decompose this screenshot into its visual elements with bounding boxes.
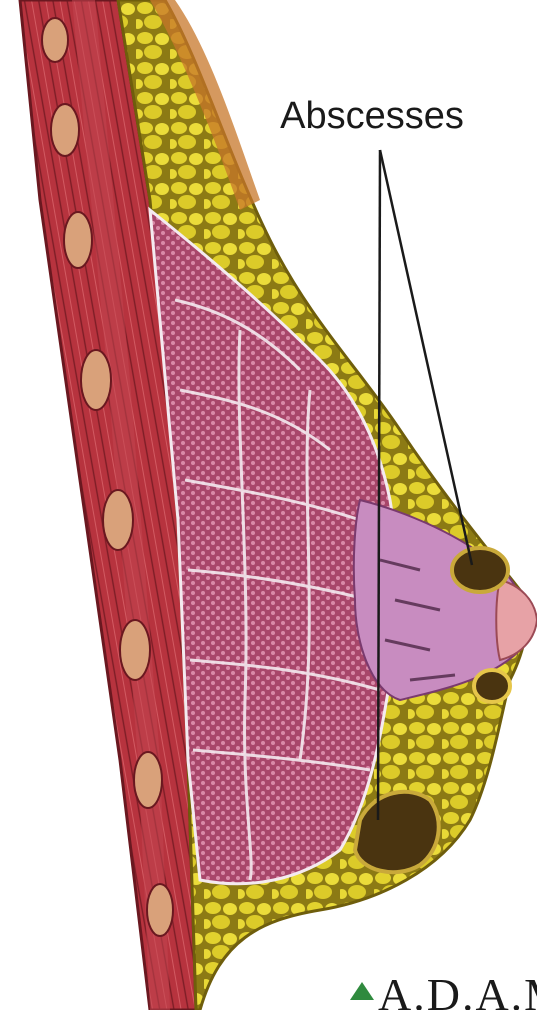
adam-logo: A.D.A.M.	[350, 969, 537, 1010]
nipple	[496, 580, 537, 660]
abscess-nipple	[474, 670, 510, 702]
abscesses-label: Abscesses	[280, 95, 464, 137]
abscess-upper	[452, 548, 508, 592]
adam-logo-text: A.D.A.M.	[378, 969, 537, 1010]
